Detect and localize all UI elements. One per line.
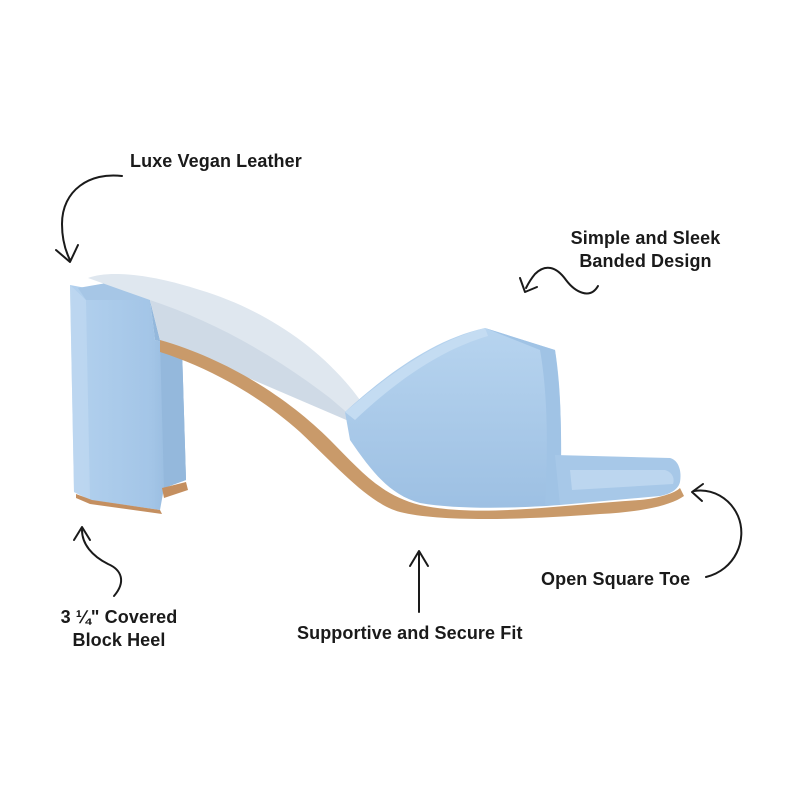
straight-arrow-icon <box>409 550 429 613</box>
callout-text: Banded Design <box>579 251 712 271</box>
outsole <box>160 340 684 519</box>
squiggle-arrow-icon <box>519 266 599 295</box>
callout-text: Luxe Vegan Leather <box>130 151 302 171</box>
curved-arrow-icon <box>73 526 123 597</box>
callout-supportive-fit: Supportive and Secure Fit <box>297 622 523 645</box>
curved-arrow-icon <box>55 174 123 263</box>
callout-text: Supportive and Secure Fit <box>297 623 523 643</box>
callout-text: 3 ¼" Covered <box>60 607 178 627</box>
callout-text: Simple and Sleek <box>570 228 721 248</box>
callout-text: Block Heel <box>72 630 166 650</box>
callout-open-square-toe: Open Square Toe <box>541 568 690 591</box>
banded-upper <box>345 328 562 508</box>
callout-text: Open Square Toe <box>541 569 691 589</box>
curved-arrow-icon <box>691 483 743 578</box>
callout-block-heel: 3 ¼" Covered Block Heel <box>48 606 190 652</box>
callout-luxe-vegan-leather: Luxe Vegan Leather <box>130 150 302 173</box>
square-toe <box>555 455 681 505</box>
callout-banded-design: Simple and Sleek Banded Design <box>558 227 733 273</box>
footbed <box>88 274 372 430</box>
